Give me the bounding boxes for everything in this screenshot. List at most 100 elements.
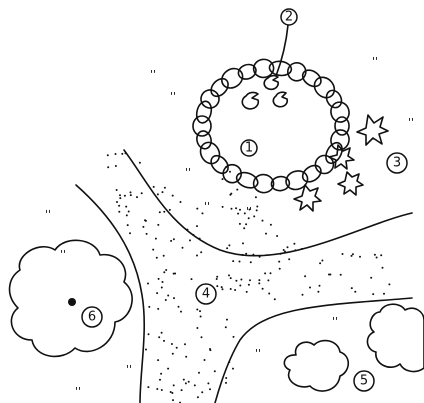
gravel-dot <box>172 353 174 355</box>
gravel-dot <box>216 285 218 287</box>
gravel-dot <box>283 249 285 251</box>
gravel-dot <box>163 211 165 213</box>
gravel-dot <box>225 377 227 379</box>
gravel-dot <box>255 196 257 198</box>
gravel-dot <box>116 201 118 203</box>
gravel-dot <box>155 238 157 240</box>
marker-1: 1 <box>241 140 257 156</box>
gravel-dot <box>160 373 162 375</box>
gravel-dot <box>164 187 166 189</box>
gravel-dot <box>201 391 203 393</box>
pond-stone <box>197 139 223 167</box>
bush-5-left <box>284 341 348 391</box>
gravel-dot <box>116 189 118 191</box>
gravel-dot <box>309 287 311 289</box>
gravel-dot <box>287 246 289 248</box>
gravel-dot <box>216 278 218 280</box>
gravel-dot <box>352 253 354 255</box>
gravel-dot <box>141 192 143 194</box>
gravel-dot <box>232 260 234 262</box>
gravel-dot <box>225 166 227 168</box>
pond-stone <box>198 87 222 111</box>
gravel-dot <box>196 309 198 311</box>
gravel-dot <box>342 253 344 255</box>
gravel-dot <box>182 247 184 249</box>
gravel-dot <box>376 257 378 259</box>
marker-3: 3 <box>387 153 407 173</box>
gravel-dot <box>231 208 233 210</box>
gravel-dot <box>240 279 242 281</box>
gravel-dot <box>228 244 230 246</box>
gravel-dot <box>239 285 241 287</box>
gravel-dot <box>317 291 319 293</box>
gravel-dot <box>329 274 331 276</box>
gravel-dot <box>142 226 144 228</box>
gravel-dot <box>130 194 132 196</box>
gravel-dot <box>119 197 121 199</box>
gravel-dot <box>242 254 244 256</box>
gravel-dot <box>121 153 123 155</box>
gravel-dot <box>157 193 159 195</box>
gravel-dot <box>156 292 158 294</box>
gravel-dot <box>144 219 146 221</box>
gravel-dot <box>158 336 160 338</box>
pond-stone <box>195 129 213 150</box>
gravel-dot <box>169 209 171 211</box>
gravel-dot <box>250 261 252 263</box>
gravel-dot <box>221 286 223 288</box>
gravel-dot <box>235 207 237 209</box>
bush-5-right <box>367 304 424 371</box>
gravel-dot <box>252 254 254 256</box>
gravel-dot <box>185 382 187 384</box>
gravel-dot <box>248 284 250 286</box>
gravel-dot <box>128 211 130 213</box>
gravel-dot <box>180 311 182 313</box>
gravel-dot <box>228 361 230 363</box>
svg-text:1: 1 <box>245 141 253 156</box>
gravel-dot <box>171 343 173 345</box>
gravel-dot <box>173 297 175 299</box>
gravel-dot <box>157 308 159 310</box>
gravel-dot <box>126 214 128 216</box>
gravel-dot <box>153 186 155 188</box>
gravel-dot <box>302 294 304 296</box>
gravel-dot <box>249 279 251 281</box>
gravel-dot <box>173 384 175 386</box>
gravel-dot <box>380 254 382 256</box>
pond-stone <box>195 100 214 125</box>
gravel-dot <box>256 206 258 208</box>
gravel-dot <box>180 201 182 203</box>
gravel-dot <box>184 343 186 345</box>
gravel-dot <box>301 248 303 250</box>
gravel-dot <box>253 215 255 217</box>
gravel-dot <box>319 285 321 287</box>
gravel-dot <box>167 368 169 370</box>
gravel-dot <box>198 372 200 374</box>
gravel-dot <box>265 233 267 235</box>
gravel-dot <box>185 356 187 358</box>
grass-tuft: '' <box>45 208 51 221</box>
gravel-dot <box>229 171 231 173</box>
svg-text:4: 4 <box>202 287 210 302</box>
gravel-dot <box>191 278 193 280</box>
gravel-dot <box>242 242 244 244</box>
svg-text:5: 5 <box>360 374 368 389</box>
pond-stone <box>324 88 345 110</box>
gravel-dot <box>388 283 390 285</box>
gravel-dot <box>321 260 323 262</box>
gravel-dot <box>234 289 236 291</box>
gravel-dot <box>278 261 280 263</box>
gravel-dot <box>161 332 163 334</box>
gravel-dot <box>222 288 224 290</box>
pond-stone <box>300 162 324 185</box>
gravel-dot <box>209 388 211 390</box>
gravel-dot <box>256 209 258 211</box>
gravel-dot <box>171 392 173 394</box>
gravel-dot <box>147 283 149 285</box>
gravel-dot <box>163 255 165 257</box>
gravel-dot <box>172 195 174 197</box>
svg-text:2: 2 <box>285 10 293 25</box>
gravel-dot <box>196 255 198 257</box>
gravel-dot <box>163 271 165 273</box>
